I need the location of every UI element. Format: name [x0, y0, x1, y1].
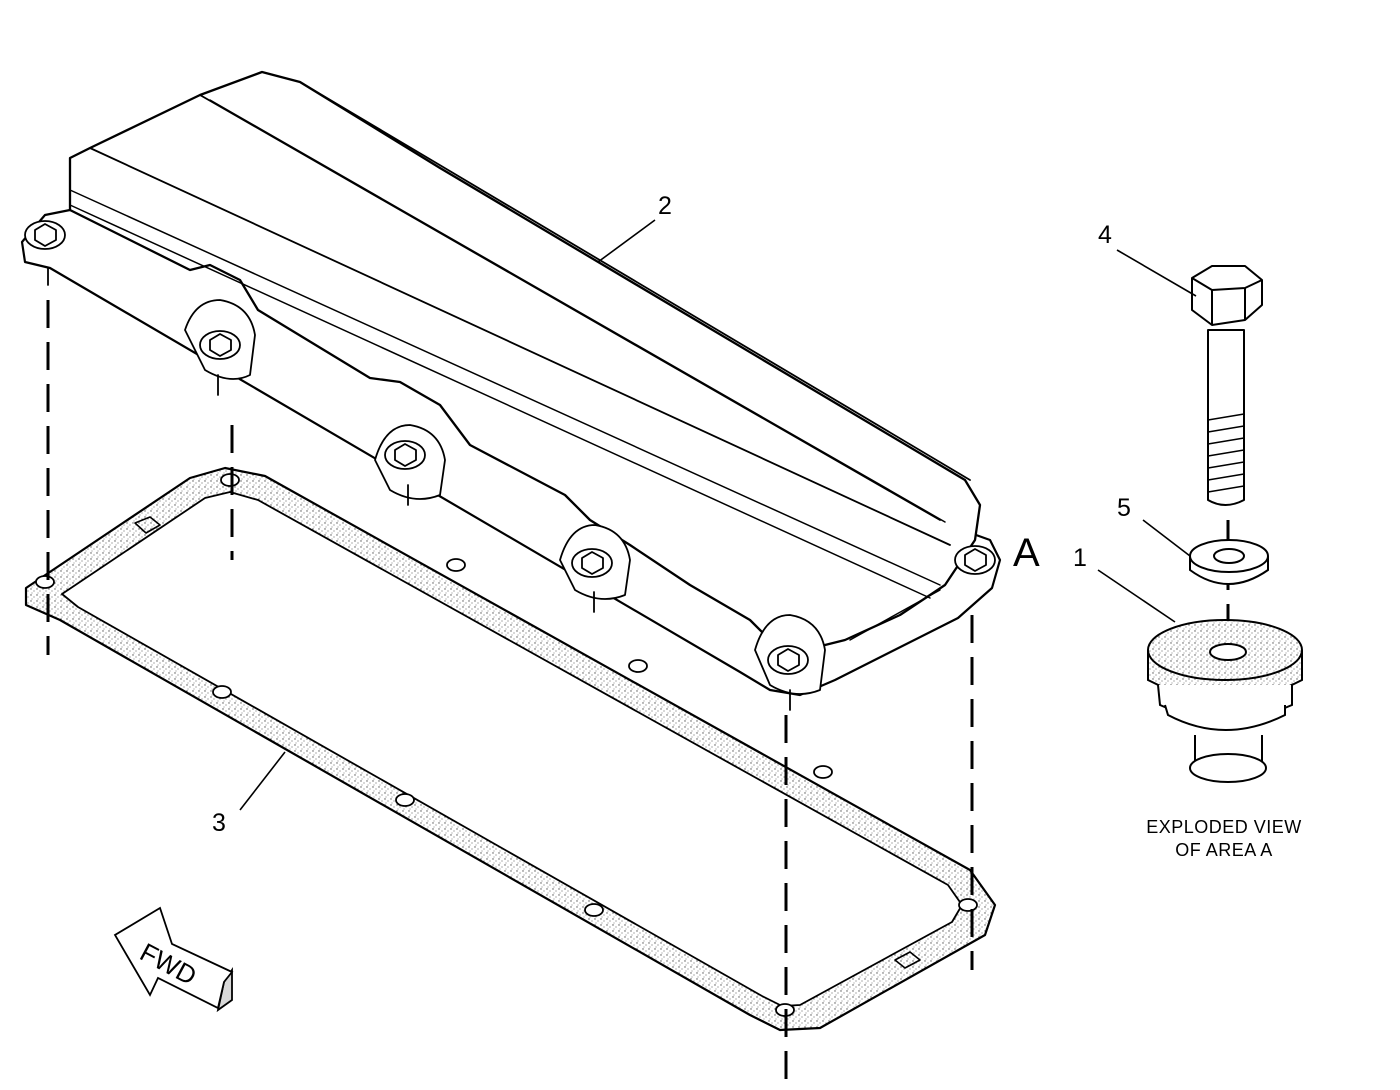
gasket [24, 466, 997, 1032]
leader-lines [239, 219, 1197, 811]
callout-5: 5 [1117, 494, 1131, 522]
caption-line-1: EXPLODED VIEW [1146, 817, 1302, 837]
cover-bolt-bosses [184, 299, 826, 695]
forward-arrow-icon: FWD [113, 906, 234, 1013]
valve-cover [20, 70, 1002, 711]
cover-body [68, 70, 982, 652]
area-a-label: A [1013, 531, 1040, 575]
callout-1: 1 [1073, 544, 1087, 572]
bolt-part-4 [1191, 265, 1263, 506]
caption-line-2: OF AREA A [1175, 840, 1273, 860]
callout-3: 3 [212, 809, 226, 837]
washer-part-5 [1189, 539, 1269, 585]
gasket-bolt-holes [35, 473, 978, 1017]
callout-2: 2 [658, 192, 672, 220]
callout-4: 4 [1098, 221, 1112, 249]
gasket-inner-edge [61, 491, 963, 1007]
grommet-part-1 [1147, 619, 1303, 783]
cover-bolts [24, 220, 996, 711]
